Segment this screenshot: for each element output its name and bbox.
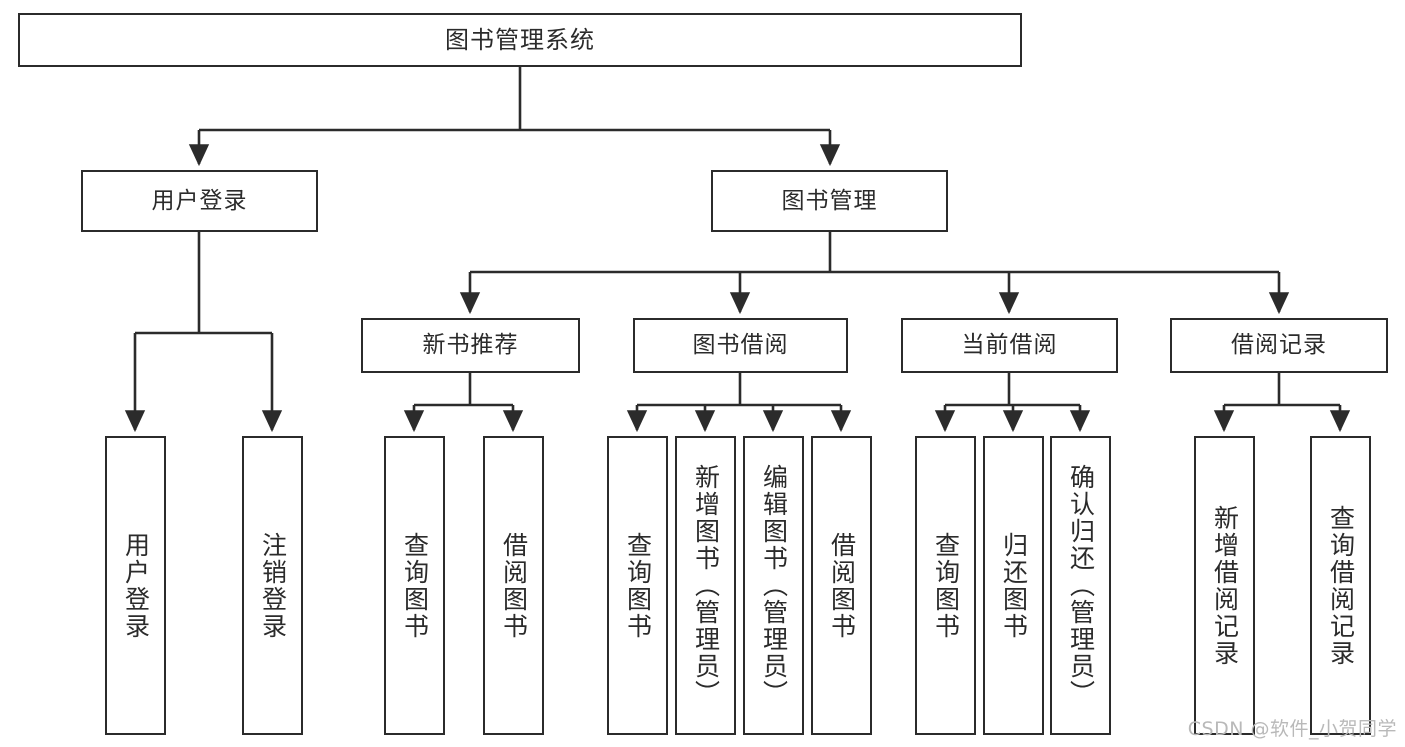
node-leaf-logout[interactable]: 注销登录 xyxy=(242,436,303,735)
node-current-borrow-label: 当前借阅 xyxy=(961,332,1058,359)
node-leaf-logout-label: 注销登录 xyxy=(258,531,288,640)
node-leaf-query-record-label: 查询借阅记录 xyxy=(1326,504,1356,667)
node-new-book-rec[interactable]: 新书推荐 xyxy=(361,318,580,373)
node-leaf-add-record[interactable]: 新增借阅记录 xyxy=(1194,436,1255,735)
node-leaf-query-record[interactable]: 查询借阅记录 xyxy=(1310,436,1371,735)
node-book-borrow[interactable]: 图书借阅 xyxy=(633,318,848,373)
node-leaf-return-book-label: 归还图书 xyxy=(999,531,1029,640)
node-user-login[interactable]: 用户登录 xyxy=(81,170,318,232)
node-leaf-borrow-book-1[interactable]: 借阅图书 xyxy=(483,436,544,735)
node-leaf-borrow-book-2[interactable]: 借阅图书 xyxy=(811,436,872,735)
node-root[interactable]: 图书管理系统 xyxy=(18,13,1022,67)
node-leaf-add-book[interactable]: 新增图书（管理员） xyxy=(675,436,736,735)
node-leaf-return-book[interactable]: 归还图书 xyxy=(983,436,1044,735)
node-leaf-borrow-book-2-label: 借阅图书 xyxy=(827,531,857,640)
node-borrow-record-label: 借阅记录 xyxy=(1231,332,1327,359)
node-leaf-query-book-3-label: 查询图书 xyxy=(931,531,961,640)
node-leaf-add-record-label: 新增借阅记录 xyxy=(1210,504,1240,667)
node-leaf-edit-book-label: 编辑图书（管理员） xyxy=(759,464,789,707)
node-book-manage-label: 图书管理 xyxy=(781,187,878,214)
node-leaf-query-book-2-label: 查询图书 xyxy=(623,531,653,640)
node-leaf-query-book-1-label: 查询图书 xyxy=(400,531,430,640)
node-new-book-rec-label: 新书推荐 xyxy=(422,332,519,359)
node-leaf-add-book-label: 新增图书（管理员） xyxy=(691,464,721,707)
node-leaf-user-login-label: 用户登录 xyxy=(121,531,151,640)
node-leaf-query-book-2[interactable]: 查询图书 xyxy=(607,436,668,735)
node-leaf-user-login[interactable]: 用户登录 xyxy=(105,436,166,735)
node-root-label: 图书管理系统 xyxy=(445,26,595,54)
node-leaf-edit-book[interactable]: 编辑图书（管理员） xyxy=(743,436,804,735)
node-leaf-confirm-return-label: 确认归还（管理员） xyxy=(1066,464,1096,707)
watermark: CSDN @软件_小贺同学 xyxy=(1187,718,1397,740)
node-leaf-query-book-3[interactable]: 查询图书 xyxy=(915,436,976,735)
node-leaf-borrow-book-1-label: 借阅图书 xyxy=(499,531,529,640)
node-leaf-query-book-1[interactable]: 查询图书 xyxy=(384,436,445,735)
node-leaf-confirm-return[interactable]: 确认归还（管理员） xyxy=(1050,436,1111,735)
node-book-borrow-label: 图书借阅 xyxy=(692,332,789,359)
node-user-login-label: 用户登录 xyxy=(151,187,248,214)
node-borrow-record[interactable]: 借阅记录 xyxy=(1170,318,1388,373)
node-current-borrow[interactable]: 当前借阅 xyxy=(901,318,1118,373)
node-book-manage[interactable]: 图书管理 xyxy=(711,170,948,232)
